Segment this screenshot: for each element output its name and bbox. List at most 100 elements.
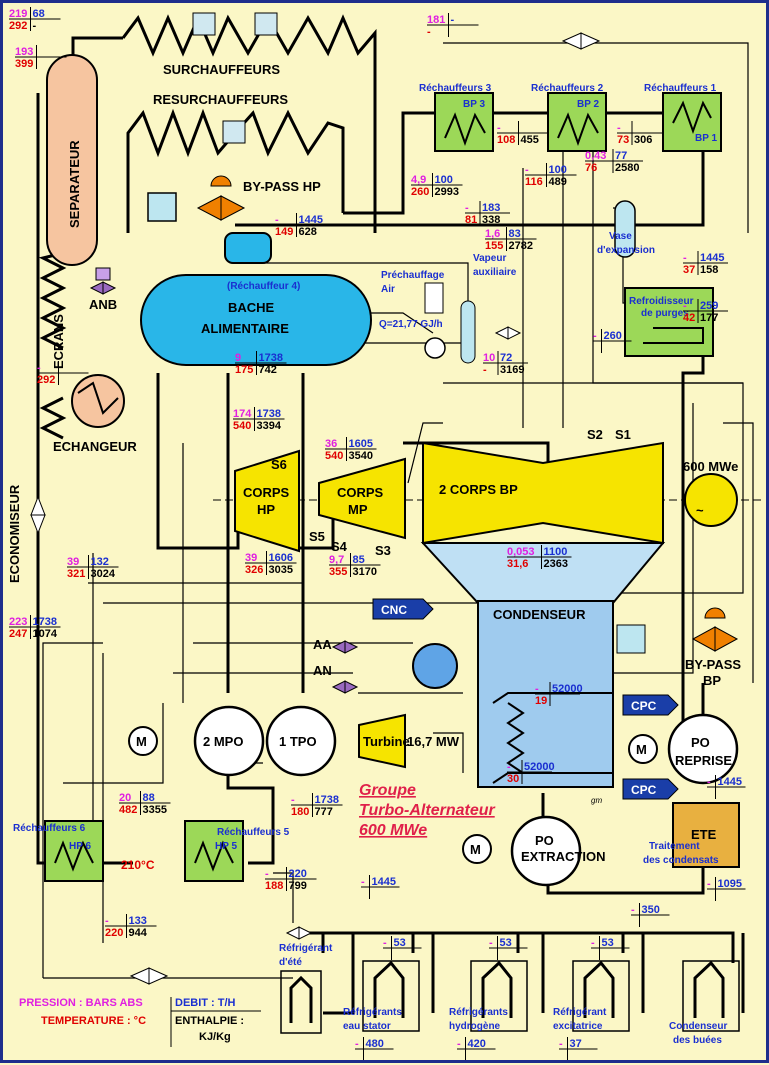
refrig-stator-label-2: eau stator bbox=[343, 1021, 391, 1032]
cpc-tag-2: CPC bbox=[622, 778, 679, 800]
measure-t: 42 bbox=[683, 312, 695, 324]
measure-d: 72 bbox=[500, 352, 512, 364]
rechauffeur-hp6: Réchauffeurs 6 HP 6 bbox=[13, 820, 104, 882]
motor-m3: M bbox=[462, 834, 492, 864]
refrig-exc-label-1: Réfrigérant bbox=[553, 1007, 607, 1018]
rechauffeur-hp5: Réchauffeurs 5 HP 5 bbox=[184, 820, 290, 882]
cnc-label: CNC bbox=[381, 603, 407, 617]
measure-d: 133 bbox=[129, 915, 147, 927]
measure-h: 3024 bbox=[91, 568, 116, 580]
measure-p: 219 bbox=[9, 8, 27, 20]
measure-t: 355 bbox=[329, 566, 347, 578]
ejecteur bbox=[412, 643, 458, 689]
measure-d: 52000 bbox=[552, 683, 583, 695]
measure-t: 260 bbox=[411, 186, 429, 198]
measure-p: - bbox=[631, 904, 635, 916]
legend-enthalpie-1: ENTHALPIE : bbox=[175, 1015, 244, 1027]
cond-buees-label-2: des buées bbox=[673, 1035, 722, 1046]
prechauffage-label-2: Air bbox=[381, 284, 395, 295]
surchauffeur-turbine-icon bbox=[192, 12, 278, 144]
measure-t: 149 bbox=[275, 226, 293, 238]
legend-temperature: TEMPERATURE : °C bbox=[41, 1015, 146, 1027]
rech6-label-2: HP 6 bbox=[69, 841, 91, 852]
corps-bp: 2 CORPS BP bbox=[422, 441, 664, 545]
echangeur: ECHANGEUR bbox=[53, 374, 137, 454]
measure-d: 53 bbox=[602, 937, 614, 949]
measure-d: 220 bbox=[289, 868, 307, 880]
vapeur-label-2: auxiliaire bbox=[473, 267, 517, 278]
measure-d: 100 bbox=[549, 164, 567, 176]
rech2-label-1: Réchauffeurs 2 bbox=[531, 83, 604, 94]
measure-p: - bbox=[497, 122, 501, 134]
po-reprise-label-2: REPRISE bbox=[675, 753, 732, 768]
refrig-h2-label-1: Réfrigérants bbox=[449, 1007, 508, 1018]
measure-d: 1445 bbox=[700, 252, 724, 264]
po-reprise-label-1: PO bbox=[691, 735, 710, 750]
measure-p: - bbox=[535, 683, 539, 695]
measure-d: 53 bbox=[500, 937, 512, 949]
measure-t: 30 bbox=[507, 773, 519, 785]
rech2-label-2: BP 2 bbox=[577, 99, 599, 110]
measure-h: 777 bbox=[315, 806, 333, 818]
q-value: Q=21,77 GJ/h bbox=[379, 319, 443, 330]
po-extraction-label-2: EXTRACTION bbox=[521, 849, 606, 864]
bypass-hp-valve: BY-PASS HP bbox=[147, 175, 321, 222]
rech1-label-1: Réchauffeurs 1 bbox=[644, 83, 717, 94]
mpo-label: 2 MPO bbox=[203, 734, 243, 749]
m1-label: M bbox=[136, 734, 147, 749]
measure-p: - bbox=[489, 937, 493, 949]
measure-d: 1738 bbox=[315, 794, 339, 806]
measure-p: - bbox=[591, 937, 595, 949]
measure-d: 53 bbox=[394, 937, 406, 949]
economiseur-label: ECONOMISEUR bbox=[7, 484, 22, 583]
measure-p: - bbox=[383, 937, 387, 949]
measure-h: 3355 bbox=[143, 804, 167, 816]
measure-d: 1738 bbox=[259, 352, 283, 364]
measure-d: 480 bbox=[366, 1038, 384, 1050]
measure-d: - bbox=[451, 14, 455, 26]
condenseur-buees: Condenseur des buées bbox=[669, 960, 740, 1046]
refrigerant-excitatrice: Réfrigérant excitatrice bbox=[553, 960, 630, 1032]
measure-t: 482 bbox=[119, 804, 137, 816]
surchauffeurs-label: SURCHAUFFEURS bbox=[163, 62, 280, 77]
refrigerant-hydrogene: Réfrigérants hydrogène bbox=[449, 960, 528, 1032]
measure-h: 3035 bbox=[269, 564, 293, 576]
ecrans-label: ECRANS bbox=[51, 314, 66, 369]
tpo-label: 1 TPO bbox=[279, 734, 317, 749]
measure-d: 260 bbox=[604, 330, 622, 342]
measure-h: 2993 bbox=[435, 186, 459, 198]
line-valves bbox=[30, 32, 601, 985]
turbine-aux: Turbine 16,7 MW bbox=[358, 713, 460, 769]
measure-h: 455 bbox=[521, 134, 539, 146]
measure-p: - bbox=[707, 776, 711, 788]
mwe-label: 600 MWe bbox=[683, 459, 738, 474]
measure-point: -37 bbox=[559, 1037, 598, 1061]
measure-t: 188 bbox=[265, 880, 283, 892]
groupe-line-1: Groupe bbox=[359, 782, 416, 799]
measure-t: 155 bbox=[485, 240, 503, 252]
measure-t: 180 bbox=[291, 806, 309, 818]
measure-t: 292 bbox=[9, 20, 27, 32]
measure-p: - bbox=[457, 1038, 461, 1050]
measure-h: 944 bbox=[129, 927, 148, 939]
measure-p: 9 bbox=[235, 352, 241, 364]
rech6-label-1: Réchauffeurs 6 bbox=[13, 823, 86, 834]
turbine-label: Turbine bbox=[363, 734, 410, 749]
po-extraction-label-1: PO bbox=[535, 833, 554, 848]
measure-d: 1095 bbox=[718, 878, 742, 890]
measure-t: 292 bbox=[37, 374, 55, 386]
measure-t: 540 bbox=[325, 450, 343, 462]
